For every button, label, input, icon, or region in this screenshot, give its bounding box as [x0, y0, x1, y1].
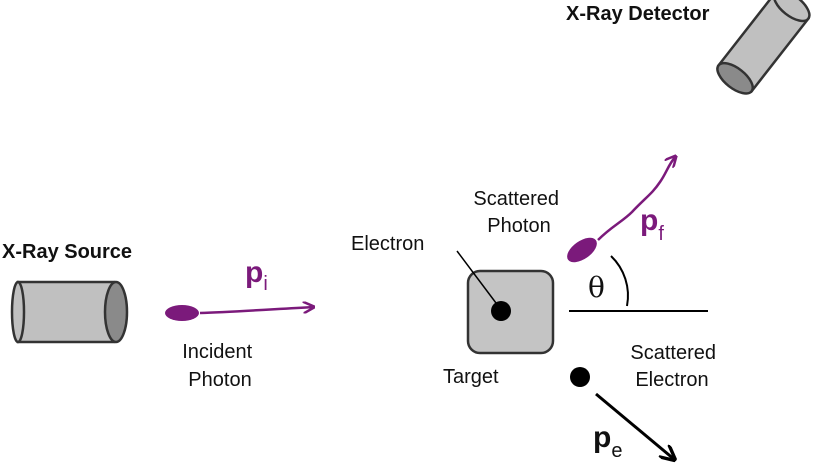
- scattered-photon-label: Scattered Photon: [473, 188, 564, 237]
- electron-momentum-symbol: p: [593, 421, 611, 454]
- target-label: Target: [443, 366, 499, 388]
- scattered-electron-label-line2: Electron: [635, 369, 708, 391]
- xray-source: [10, 280, 129, 344]
- scattered-momentum-label: pf: [640, 204, 664, 245]
- incident-momentum-symbol: p: [245, 256, 263, 289]
- electron-pointer-line: [456, 250, 497, 304]
- target-electron: [491, 301, 511, 321]
- scattered-electron-label-line1: Scattered: [630, 342, 716, 364]
- scattered-photon: [567, 237, 597, 263]
- scattered-photon-label-line1: Scattered: [473, 188, 559, 210]
- incident-momentum-subscript: i: [263, 273, 267, 295]
- angle-arc: [610, 255, 629, 307]
- detector-far-end: [772, 0, 811, 23]
- source-front-end: [103, 280, 129, 344]
- incident-label-line2: Photon: [188, 369, 251, 391]
- scattered-electron: [570, 367, 590, 387]
- scattered-momentum-symbol: p: [640, 204, 658, 237]
- detector-label: X-Ray Detector: [566, 3, 710, 25]
- incident-momentum-label: pi: [245, 256, 268, 295]
- scattered-photon-arrow: [597, 156, 676, 241]
- source-back-end: [10, 280, 26, 344]
- detector-near-end: [716, 61, 754, 95]
- electron-momentum-label: pe: [593, 421, 622, 462]
- source-label: X-Ray Source: [2, 241, 132, 263]
- incident-photon: [165, 305, 199, 321]
- scattered-photon-label-line2: Photon: [487, 215, 550, 237]
- angle-theta-label: θ: [588, 271, 605, 304]
- xray-detector: [716, 0, 811, 95]
- source-body: [16, 280, 116, 344]
- electron-momentum-arrow: [595, 392, 675, 460]
- electron-label: Electron: [351, 233, 424, 255]
- incident-photon-arrow: [199, 307, 314, 315]
- incident-photon-label: Incident Photon: [182, 341, 258, 391]
- incident-label-line1: Incident: [182, 341, 252, 363]
- electron-momentum-subscript: e: [611, 440, 622, 462]
- scattered-electron-label: Scattered Electron: [630, 342, 721, 391]
- scattered-momentum-subscript: f: [658, 223, 664, 245]
